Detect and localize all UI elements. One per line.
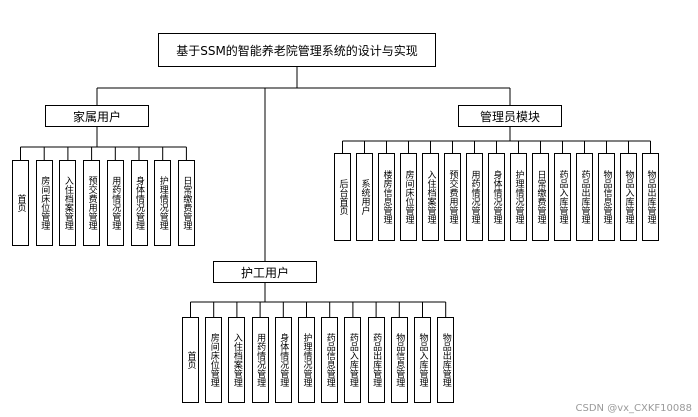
nurse-leaf-label: 物品入库管理: [417, 333, 428, 387]
family-leaf-box: 入住档案管理: [59, 160, 77, 246]
admin-leaf-label: 物品入库管理: [623, 170, 634, 224]
admin-leaf-box: 物品入库管理: [620, 153, 637, 241]
admin-leaf-box: 药品出库管理: [576, 153, 593, 241]
admin-leaf-label: 预交费用管理: [447, 170, 458, 224]
admin-leaf-box: 入住档案管理: [422, 153, 439, 241]
group-nurse-box: 护工用户: [213, 261, 317, 283]
nurse-leaf-box: 药品出库管理: [367, 317, 385, 403]
admin-leaf-label: 物品出库管理: [645, 170, 656, 224]
nurse-leaf-label: 药品信息管理: [324, 333, 335, 387]
family-leaf-box: 首页: [12, 160, 29, 246]
family-leaf-box: 用药情况管理: [106, 160, 124, 246]
nurse-leaf-box: 用药情况管理: [251, 317, 269, 403]
admin-leaf-box: 楼房信息管理: [378, 153, 395, 241]
nurse-leaf-label: 物品出库管理: [440, 333, 451, 387]
admin-leaf-box: 系统用户: [356, 153, 373, 241]
nurse-leaf-label: 护理情况管理: [301, 333, 312, 387]
admin-leaf-box: 后台首页: [334, 153, 351, 241]
nurse-leaf-box: 物品入库管理: [414, 317, 431, 403]
nurse-leaf-box: 身体情况管理: [274, 317, 292, 403]
admin-leaf-label: 护理情况管理: [513, 170, 524, 224]
family-leaf-label: 用药情况管理: [110, 176, 121, 230]
nurse-leaf-label: 房间床位管理: [208, 333, 219, 387]
admin-leaf-label: 药品出库管理: [579, 170, 590, 224]
root-title-box: 基于SSM的智能养老院管理系统的设计与实现: [158, 33, 436, 67]
admin-leaf-label: 入住档案管理: [425, 170, 436, 224]
nurse-leaf-label: 入住档案管理: [231, 333, 242, 387]
admin-leaf-label: 用药情况管理: [469, 170, 480, 224]
nurse-leaf-label: 用药情况管理: [255, 333, 266, 387]
nurse-leaf-box: 护理情况管理: [298, 317, 315, 403]
nurse-leaf-box: 药品信息管理: [321, 317, 339, 403]
family-leaf-box: 预交费用管理: [83, 160, 101, 246]
family-leaf-box: 日常缴费管理: [177, 160, 195, 246]
nurse-leaf-label: 物品信息管理: [394, 333, 405, 387]
admin-leaf-label: 后台首页: [337, 179, 348, 215]
family-leaf-label: 身体情况管理: [134, 176, 144, 230]
nurse-leaf-label: 药品出库管理: [371, 333, 382, 387]
admin-leaf-label: 身体情况管理: [491, 170, 502, 224]
family-leaf-box: 房间床位管理: [35, 160, 53, 246]
admin-leaf-label: 物品信息管理: [601, 170, 612, 224]
group-family-box: 家属用户: [45, 105, 149, 127]
family-leaf-label: 首页: [15, 194, 26, 212]
admin-leaf-box: 身体情况管理: [488, 153, 505, 241]
admin-leaf-label: 日常缴费管理: [535, 170, 546, 224]
nurse-leaf-box: 入住档案管理: [228, 317, 246, 403]
admin-leaf-label: 系统用户: [359, 179, 370, 215]
nurse-leaf-box: 物品信息管理: [390, 317, 408, 403]
nurse-leaf-box: 房间床位管理: [205, 317, 223, 403]
admin-leaf-box: 日常缴费管理: [532, 153, 549, 241]
group-admin-label: 管理员模块: [479, 109, 540, 124]
admin-leaf-box: 物品出库管理: [642, 153, 659, 241]
group-family-label: 家属用户: [72, 109, 121, 124]
root-title: 基于SSM的智能养老院管理系统的设计与实现: [176, 43, 418, 58]
admin-leaf-label: 房间床位管理: [403, 170, 414, 224]
admin-leaf-box: 用药情况管理: [466, 153, 483, 241]
group-nurse-label: 护工用户: [240, 265, 289, 280]
admin-leaf-box: 房间床位管理: [400, 153, 417, 241]
admin-leaf-box: 护理情况管理: [510, 153, 527, 241]
family-leaf-label: 护理情况管理: [157, 176, 168, 230]
family-leaf-label: 房间床位管理: [39, 176, 50, 230]
admin-leaf-label: 药品入库管理: [557, 170, 568, 224]
group-admin-box: 管理员模块: [458, 105, 562, 127]
family-leaf-label: 预交费用管理: [86, 176, 97, 230]
admin-leaf-label: 楼房信息管理: [381, 170, 392, 224]
family-leaf-box: 护理情况管理: [154, 160, 172, 246]
nurse-leaf-box: 物品出库管理: [437, 317, 455, 403]
nurse-leaf-label: 首页: [185, 351, 196, 369]
nurse-leaf-box: 药品入库管理: [344, 317, 362, 403]
nurse-leaf-label: 身体情况管理: [278, 333, 289, 387]
watermark: CSDN @vx_CXKF10088: [575, 403, 692, 414]
admin-leaf-box: 药品入库管理: [554, 153, 571, 241]
family-leaf-label: 日常缴费管理: [181, 176, 192, 230]
family-leaf-label: 入住档案管理: [62, 176, 73, 230]
nurse-leaf-box: 首页: [182, 317, 199, 403]
admin-leaf-box: 物品信息管理: [598, 153, 615, 241]
admin-leaf-box: 预交费用管理: [444, 153, 461, 241]
nurse-leaf-label: 药品入库管理: [347, 333, 358, 387]
family-leaf-box: 身体情况管理: [130, 160, 148, 246]
